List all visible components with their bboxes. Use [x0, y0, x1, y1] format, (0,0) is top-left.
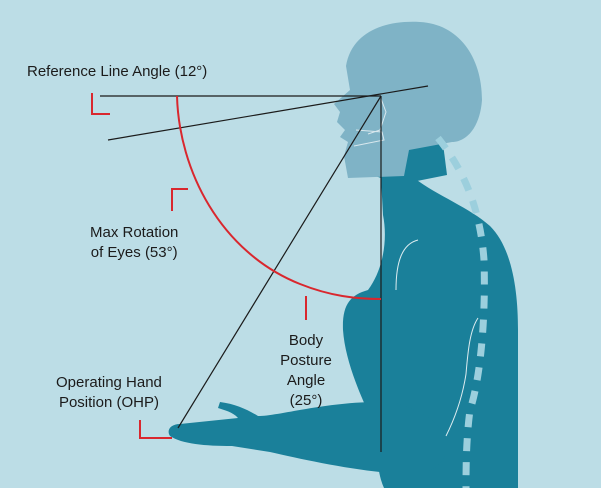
shoulder-outline	[395, 239, 419, 291]
callout-operating-hand	[139, 420, 172, 439]
max-rotation-line-2: of Eyes (53°)	[90, 244, 178, 261]
callout-max-rotation	[171, 188, 188, 211]
operating-hand-line-1: Operating Hand	[56, 374, 162, 391]
reference-line-angle-text: Reference Line Angle (12°)	[27, 63, 208, 80]
max-rotation-line-1: Max Rotation	[90, 224, 179, 241]
reference-line	[107, 85, 429, 141]
callout-reference-line	[91, 93, 110, 115]
body-posture-line-1: Body	[288, 332, 324, 349]
arm-outline	[445, 317, 479, 437]
arm	[168, 401, 447, 475]
line-to-hand	[177, 95, 382, 429]
head	[334, 21, 482, 178]
body-posture-label: Body Posture Angle (25°)	[271, 331, 341, 411]
max-rotation-label: Max Rotation of Eyes (53°)	[90, 223, 178, 263]
operating-hand-line-2: Position (OHP)	[58, 394, 159, 411]
body-posture-line-2: Posture	[280, 352, 332, 369]
body-posture-line-3: Angle	[286, 372, 326, 389]
reference-line-angle-label: Reference Line Angle (12°)	[27, 62, 207, 82]
body-posture-line-4: (25°)	[289, 392, 323, 409]
operating-hand-label: Operating Hand Position (OHP)	[56, 373, 162, 413]
eye-rotation-arc	[176, 95, 382, 300]
spine	[435, 135, 488, 488]
